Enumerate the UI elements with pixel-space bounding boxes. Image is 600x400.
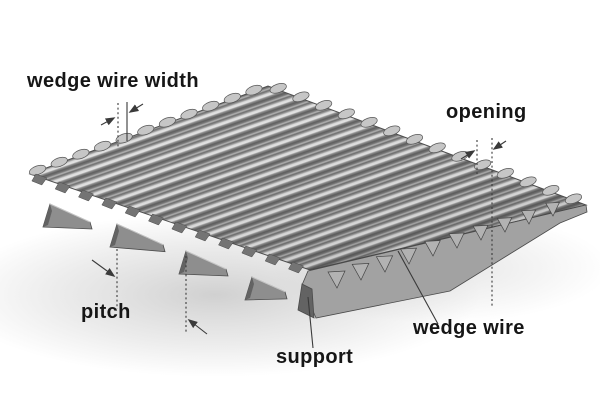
wire-end-face	[194, 229, 211, 242]
wedge-cross-section	[496, 217, 513, 233]
wedge-cross-section	[400, 247, 418, 265]
wire-tip	[292, 91, 310, 103]
width-dim-arrow-left	[100, 117, 116, 126]
wire-tip	[383, 125, 401, 137]
wire-end-face	[31, 173, 48, 186]
width-dim-arrow-right	[128, 103, 144, 113]
support-foot-highlight	[116, 223, 164, 246]
pitch-dim-arrow-right	[187, 318, 208, 335]
wire-tip	[137, 124, 155, 136]
wedge-wire-cross-sections	[327, 201, 560, 289]
wire-end-face	[171, 221, 188, 234]
wedge-cross-section	[424, 240, 441, 257]
wedge-cross-section	[521, 209, 537, 225]
support-foot-highlight	[251, 276, 286, 293]
wire-tip	[245, 84, 263, 96]
wire-tip	[519, 176, 537, 188]
wire-end-face	[148, 213, 164, 226]
wire-tip	[93, 140, 111, 152]
wire-end-face	[218, 237, 234, 250]
wire-end-face	[264, 253, 281, 266]
support-rod-feet	[42, 203, 288, 301]
wire-tip	[405, 134, 424, 145]
label-wedge-wire-width: wedge wire width	[27, 70, 199, 92]
wire-tip	[50, 156, 68, 168]
wedge-cross-section	[375, 255, 394, 273]
opening-dim-arrow-right	[492, 140, 507, 150]
wire-end-face	[124, 205, 141, 218]
pitch-dim-arrow-left	[91, 259, 116, 277]
wire-end-face	[241, 245, 258, 258]
wedge-wire-leader-line	[397, 250, 439, 325]
label-pitch: pitch	[81, 301, 131, 323]
wire-end-face	[288, 261, 304, 274]
wire-end-face	[54, 181, 71, 194]
support-foot-highlight	[185, 250, 227, 270]
wire-tip	[337, 108, 355, 120]
wire-tip	[428, 142, 446, 154]
wire-tip	[223, 92, 241, 104]
front-support-rod	[297, 204, 588, 319]
wire-tip	[542, 185, 560, 196]
wire-end-face	[101, 197, 118, 210]
wire-tip	[564, 193, 583, 205]
wire-tip-serration	[29, 83, 583, 205]
mesh-shading	[30, 86, 586, 270]
wire-end-face	[78, 189, 94, 202]
support-foot-highlight	[49, 203, 91, 223]
wire-tip	[72, 148, 90, 160]
wire-tip	[315, 100, 333, 111]
wedge-cross-section	[545, 201, 560, 217]
support-leader-line	[307, 296, 314, 349]
wedge-cross-section	[472, 224, 489, 241]
wire-tip	[180, 108, 198, 120]
wire-tip	[496, 168, 514, 179]
wire-tip	[158, 116, 176, 128]
wire-tip	[474, 159, 492, 171]
support-foot-end-face	[110, 224, 119, 247]
wire-tip	[360, 117, 378, 128]
wire-tip	[29, 164, 47, 176]
label-wedge-wire: wedge wire	[413, 317, 525, 339]
wire-end-faces	[31, 173, 304, 274]
wire-tip	[269, 83, 287, 94]
support-foot-end-face	[245, 277, 254, 300]
wire-tip	[115, 132, 133, 144]
label-opening: opening	[446, 101, 527, 123]
label-support: support	[276, 346, 354, 368]
wedge-cross-section	[351, 262, 370, 281]
opening-dim-arrow-left	[460, 150, 476, 160]
wedge-cross-section	[448, 232, 465, 249]
front-support-end-face	[297, 283, 315, 319]
support-foot-end-face	[43, 204, 52, 227]
wedge-cross-section	[327, 270, 346, 289]
wire-tip	[202, 100, 220, 112]
dimension-annotations	[91, 102, 507, 349]
